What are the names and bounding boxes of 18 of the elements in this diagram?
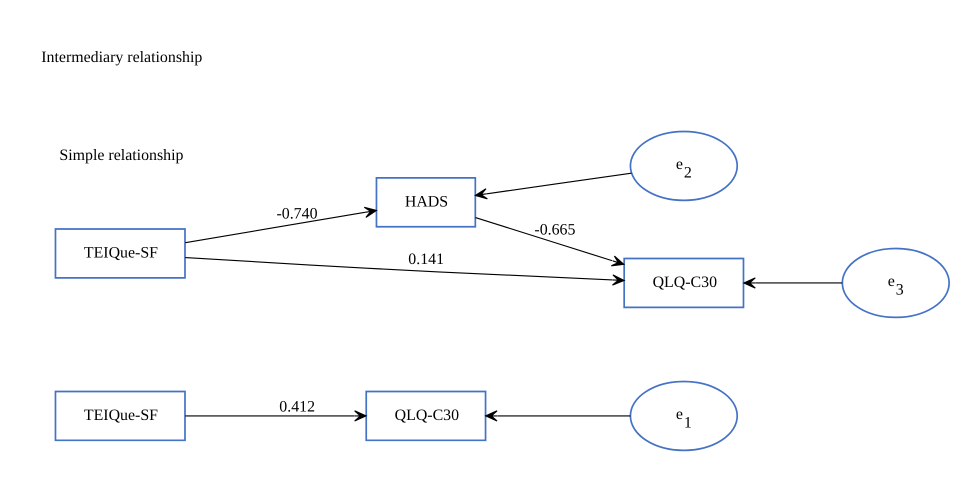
edge-label: -0.740 (276, 205, 318, 222)
edge-label: 0.412 (279, 398, 316, 416)
arrow (485, 410, 630, 422)
arrow (743, 277, 842, 289)
node-box: QLQ-C30 (365, 390, 486, 442)
arrow (185, 256, 625, 286)
arrow (185, 410, 367, 422)
label: Simple relationship (59, 146, 184, 164)
arrow (474, 172, 632, 200)
node-box: TEIQue-SF (54, 390, 186, 442)
node-box: QLQ-C30 (623, 258, 744, 308)
label: Intermediary relationship (41, 49, 202, 66)
node-box: HADS (376, 177, 476, 228)
node-box: TEIQue-SF (54, 228, 186, 279)
arrow (475, 217, 624, 266)
edge-label: 0.141 (408, 250, 444, 268)
edge-label: -0.665 (534, 221, 576, 238)
arrow (185, 206, 377, 244)
